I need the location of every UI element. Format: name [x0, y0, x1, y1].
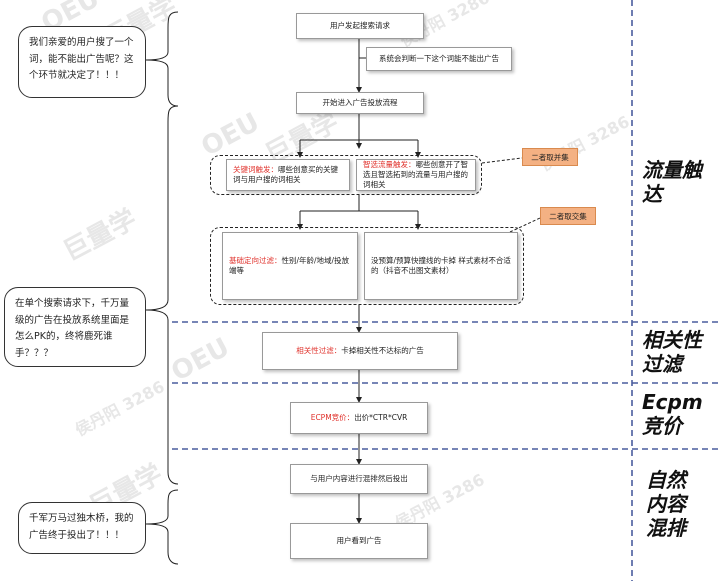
bracket-bottom: [145, 489, 179, 565]
step-budget-filter: 没预算/预算快撞线的卡掉 样式素材不合适的（抖音不出图文素材）: [364, 232, 518, 300]
step-text: 没预算/预算快撞线的卡掉 样式素材不合适的（抖音不出图文素材）: [371, 255, 511, 275]
stage-natural-mix: 自然内容混排: [646, 468, 686, 540]
step-keyword-trigger: 关键词触发：哪些创意买的关键词与用户搜的词相关: [226, 159, 350, 191]
step-text: 与用户内容进行混排然后投出: [310, 473, 408, 483]
step-text: 用户看到广告: [336, 535, 382, 545]
step-smart-traffic: 智选流量触发：哪些创意开了智选且智选拓到的流量与用户搜的词相关: [356, 159, 476, 191]
targeting-filter-text: 性别/年龄/地域/投放端等: [229, 255, 350, 275]
stage-ecpm-bidding: Ecpm竞价: [642, 390, 703, 438]
step-start-flow: 开始进入广告投放流程: [296, 92, 424, 114]
step-ecpm: ECPM竞价：出价*CTR*CVR: [290, 402, 428, 434]
step-text: 系统会判断一下这个词能不能出广告: [379, 53, 499, 63]
stage-relevance-filter: 相关性过滤: [642, 328, 702, 376]
comment-text: 在单个搜索请求下，千万量级的广告在投放系统里面是怎么PK的，终将鹿死谁手？？？: [15, 298, 130, 359]
step-text: 关键词触发：哪些创意买的关键词与用户搜的词相关: [233, 165, 343, 185]
targeting-filter-label: 基础定向过滤：: [229, 255, 282, 265]
intersection-tag: 二者取交集: [540, 207, 596, 225]
step-mix-rank: 与用户内容进行混排然后投出: [290, 464, 428, 494]
step-system-check: 系统会判断一下这个词能不能出广告: [366, 47, 512, 71]
comment-bubble-1: 我们亲爱的用户搜了一个词，能不能出广告呢？这个环节就决定了！！！: [18, 26, 146, 98]
bracket-top: [145, 11, 179, 107]
ecpm-label: ECPM竞价：: [310, 412, 355, 422]
step-search-request: 用户发起搜索请求: [296, 13, 424, 39]
step-text: 用户发起搜索请求: [330, 20, 390, 30]
bracket-middle: [145, 105, 179, 485]
leader-union: [481, 157, 523, 164]
filter-group: [210, 227, 524, 305]
union-tag: 二者取并集: [522, 148, 578, 166]
step-text: 基础定向过滤：性别/年龄/地域/投放端等: [229, 256, 351, 276]
step-text: 智选流量触发：哪些创意开了智选且智选拓到的流量与用户搜的词相关: [363, 160, 469, 190]
keyword-trigger-text: 哪些创意买的关键词与用户搜的词相关: [233, 164, 338, 184]
smart-traffic-label: 智选流量触发：: [363, 159, 416, 169]
step-relevance-filter: 相关性过滤：卡掉相关性不达标的广告: [262, 332, 458, 370]
trigger-group: [210, 155, 482, 195]
step-user-sees-ad: 用户看到广告: [290, 523, 428, 559]
comment-bubble-3: 千军万马过独木桥，我的广告终于投出了！！！: [18, 502, 146, 554]
comment-text: 千军万马过独木桥，我的广告终于投出了！！！: [29, 513, 134, 541]
comment-text: 我们亲爱的用户搜了一个词，能不能出广告呢？这个环节就决定了！！！: [29, 37, 134, 82]
keyword-trigger-label: 关键词触发：: [233, 164, 278, 174]
step-text: 开始进入广告投放流程: [322, 97, 398, 107]
relevance-filter-label: 相关性过滤：: [296, 345, 342, 355]
ecpm-text: 出价*CTR*CVR: [354, 412, 408, 422]
stage-traffic-trigger: 流量触达: [642, 158, 702, 206]
step-targeting-filter: 基础定向过滤：性别/年龄/地域/投放端等: [222, 232, 358, 300]
step-text: ECPM竞价：出价*CTR*CVR: [311, 413, 408, 423]
step-text: 相关性过滤：卡掉相关性不达标的广告: [296, 346, 424, 356]
relevance-filter-text: 卡掉相关性不达标的广告: [341, 345, 424, 355]
comment-bubble-2: 在单个搜索请求下，千万量级的广告在投放系统里面是怎么PK的，终将鹿死谁手？？？: [4, 287, 146, 367]
smart-traffic-text: 哪些创意开了智选且智选拓到的流量与用户搜的词相关: [363, 159, 468, 190]
